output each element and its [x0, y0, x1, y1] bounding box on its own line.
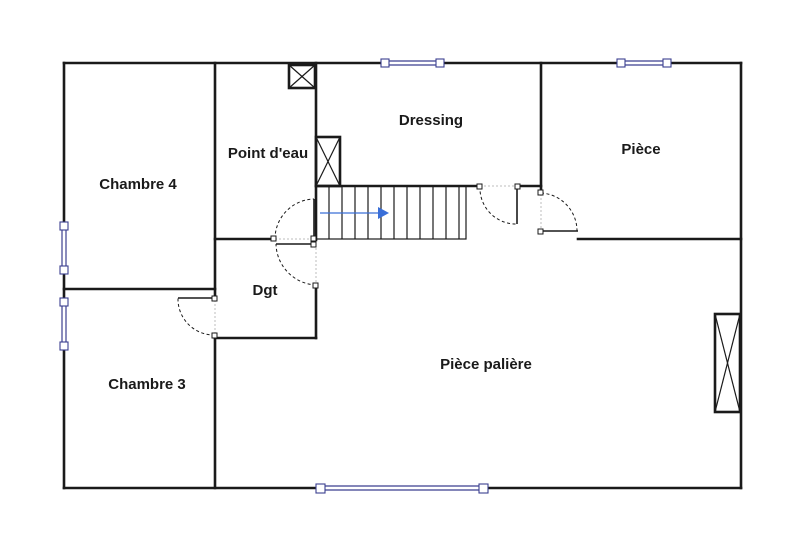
door-dressing: [476, 183, 521, 225]
room-label-piece-paliere: Pièce palière: [440, 356, 532, 373]
window-piece-paliere: [315, 483, 489, 494]
cross-box-icon: [314, 135, 342, 188]
door-dgt-right: [275, 241, 319, 289]
window-chambre-3: [59, 297, 69, 351]
room-label-dressing: Dressing: [399, 112, 463, 129]
door-piece: [537, 189, 578, 235]
cross-box-icon: [287, 63, 317, 90]
room-label-chambre-3: Chambre 3: [108, 376, 186, 393]
room-label-dgt: Dgt: [253, 282, 278, 299]
room-label-piece: Pièce: [621, 141, 660, 158]
door-chambre-3: [177, 295, 218, 339]
room-label-point-eau: Point d'eau: [228, 145, 308, 162]
staircase: [315, 185, 480, 240]
window-chambre-4: [59, 221, 69, 275]
window-dressing: [380, 58, 445, 68]
arrow-right-icon: [320, 207, 389, 219]
window-piece: [616, 58, 672, 68]
door-point-eau: [270, 198, 317, 242]
room-label-chambre-4: Chambre 4: [99, 176, 177, 193]
cross-box-icon: [713, 312, 742, 414]
